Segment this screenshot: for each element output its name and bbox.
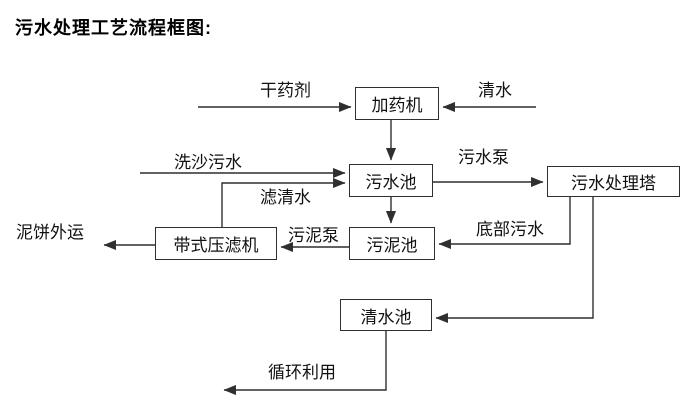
node-sewage-treatment-tower: 污水处理塔 (547, 166, 680, 197)
page-title: 污水处理工艺流程框图: (15, 18, 212, 38)
flow-label-bottom-sewage: 底部污水 (476, 220, 544, 239)
node-clean-water-pool: 清水池 (340, 299, 432, 331)
node-clean-water-pool-label: 清水池 (360, 307, 412, 327)
node-dosing-machine: 加药机 (355, 87, 439, 120)
flow-label-recycling: 循环利用 (268, 363, 336, 382)
node-belt-filter-press-label: 带式压滤机 (173, 236, 259, 255)
flow-label-dry-chemical: 干药剂 (260, 81, 311, 100)
edge-tower-to-clean-pool (435, 197, 594, 324)
flow-label-clean-water: 清水 (478, 81, 512, 100)
flow-label-sewage-pump: 污水泵 (458, 148, 509, 167)
node-sewage-treatment-tower-label: 污水处理塔 (571, 174, 656, 193)
flow-label-filtered-water: 滤清水 (260, 188, 311, 207)
flow-label-sludge-pump: 污泥泵 (288, 226, 339, 245)
node-sewage-pool: 污水池 (349, 164, 433, 197)
node-sludge-pool-label: 污泥池 (366, 236, 418, 255)
flow-label-sand-wash-sewage: 洗沙污水 (174, 153, 242, 172)
flow-label-mud-cake-out: 泥饼外运 (16, 223, 84, 242)
node-belt-filter-press: 带式压滤机 (155, 227, 277, 260)
node-dosing-machine-label: 加药机 (371, 96, 423, 115)
node-sludge-pool: 污泥池 (349, 227, 435, 260)
node-sewage-pool-label: 污水池 (365, 173, 417, 192)
